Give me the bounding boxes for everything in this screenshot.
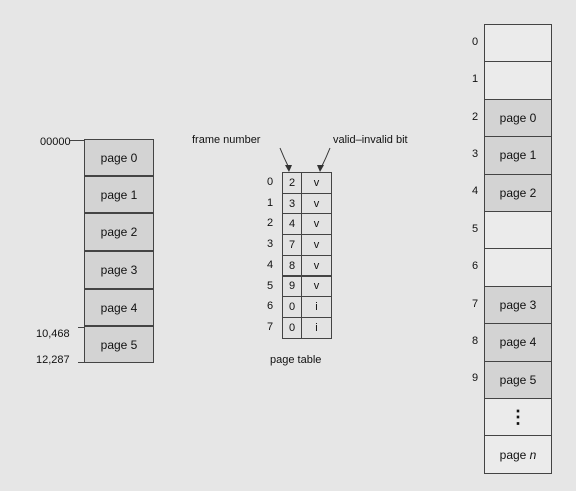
- page-table-index: 5: [267, 279, 274, 292]
- frame-index: 4: [472, 185, 479, 198]
- frame-content: page 5: [484, 360, 552, 399]
- page-table-index: 3: [267, 238, 274, 251]
- frame-index: 1: [472, 73, 479, 86]
- page-table-bit-cell: v: [301, 275, 332, 298]
- frame-index: 8: [472, 334, 479, 347]
- valid-invalid-label: valid–invalid bit: [333, 134, 408, 146]
- address-start: 00000: [40, 136, 71, 148]
- logical-page-3: page 3: [84, 251, 154, 289]
- page-table-frame-cell: 7: [282, 234, 302, 256]
- page-table-frame-cell: 8: [282, 254, 302, 277]
- page-table-frame-cell: 4: [282, 213, 302, 236]
- frame-index: 6: [472, 260, 479, 273]
- page-table-index: 6: [267, 300, 274, 313]
- logical-page-0: page 0: [84, 139, 154, 176]
- page-table-frame-cell: 0: [282, 296, 302, 318]
- frame-content: page 0: [484, 98, 552, 138]
- page-table-bit-cell: i: [301, 296, 332, 318]
- page-table-frame-cell: 2: [282, 172, 302, 194]
- header-arrows: [279, 147, 331, 172]
- address-tick: [78, 327, 84, 328]
- page-table-index: 7: [267, 320, 274, 333]
- page-table-bit-cell: v: [301, 234, 332, 256]
- frame-number-label: frame number: [192, 134, 261, 146]
- page-table-frame-cell: 9: [282, 275, 302, 298]
- page-table-bit-cell: v: [301, 192, 332, 215]
- frame-content: ⋮: [484, 398, 552, 437]
- page-table-frame-cell: 0: [282, 316, 302, 339]
- page-table-bit-cell: v: [301, 172, 332, 194]
- frame-arrowhead: [285, 165, 292, 172]
- logical-page-2: page 2: [84, 213, 154, 251]
- frame-index: 3: [472, 147, 479, 160]
- page-table-bit-cell: v: [301, 213, 332, 236]
- frame-content-n: n: [529, 447, 537, 462]
- logical-page-4: page 4: [84, 289, 154, 326]
- frame-content: page 2: [484, 173, 552, 212]
- page-table-caption: page table: [270, 354, 322, 366]
- frame-content: page 3: [484, 285, 552, 325]
- frame-index: 0: [472, 35, 479, 48]
- page-table-bit-cell: i: [301, 316, 332, 339]
- frame-empty: [484, 61, 552, 100]
- logical-page-5: page 5: [84, 326, 154, 363]
- frame-index: 2: [472, 110, 479, 123]
- page-table-index: 4: [267, 258, 274, 271]
- page-table-bit-cell: v: [301, 254, 332, 277]
- page-table-index: 2: [267, 217, 274, 230]
- frame-index: 5: [472, 222, 479, 235]
- frame-content-text: page: [499, 447, 530, 462]
- page-table-frame-cell: 3: [282, 192, 302, 215]
- frame-empty: [484, 211, 552, 250]
- page-table-index: 1: [267, 196, 274, 209]
- frame-content: page 4: [484, 323, 552, 362]
- frame-empty: [484, 248, 552, 287]
- frame-empty: [484, 24, 552, 63]
- address-page5-start: 10,468: [36, 328, 70, 340]
- frame-content: page 1: [484, 136, 552, 175]
- valid-arrowhead: [317, 165, 324, 172]
- logical-page-1: page 1: [84, 176, 154, 213]
- frame-index: 7: [472, 297, 479, 310]
- page-table-index: 0: [267, 176, 274, 188]
- address-tick: [78, 362, 84, 363]
- frame-content: page n: [484, 435, 552, 474]
- address-tick: [70, 140, 84, 141]
- address-end: 12,287: [36, 354, 70, 366]
- frame-index: 9: [472, 372, 479, 385]
